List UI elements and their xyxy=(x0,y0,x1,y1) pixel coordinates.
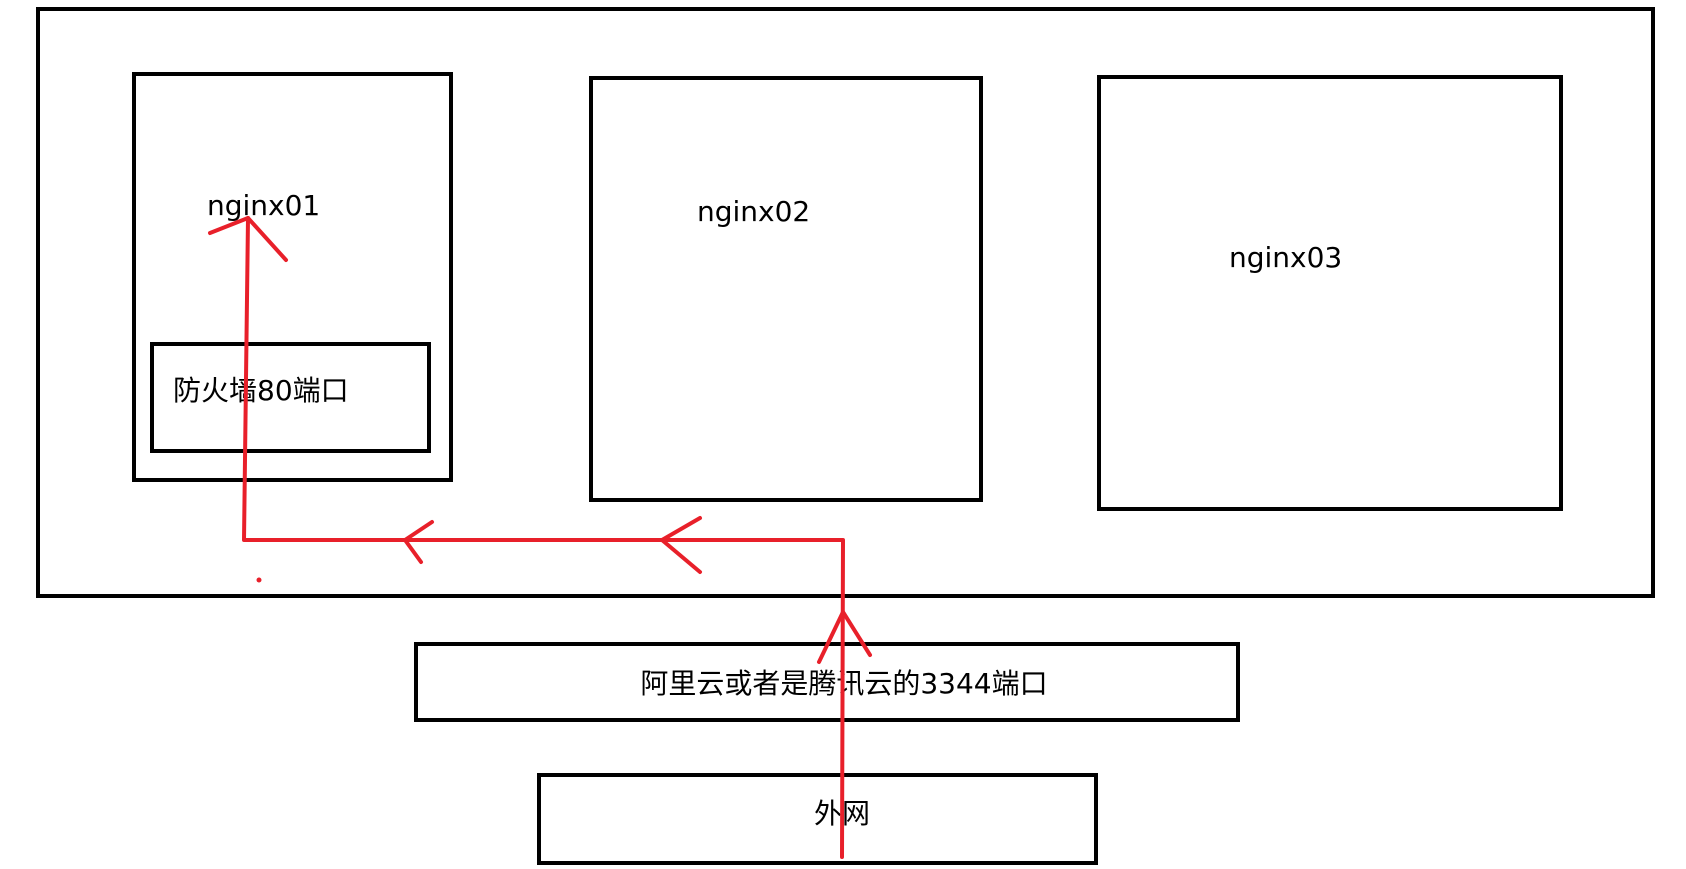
nginx02-label: nginx02 xyxy=(697,195,811,228)
server-host-box xyxy=(36,7,1655,598)
stray-dot xyxy=(256,577,262,583)
nginx01-label: nginx01 xyxy=(207,189,321,222)
firewall-label: 防火墙80端口 xyxy=(173,374,349,407)
nginx03-label: nginx03 xyxy=(1229,241,1343,274)
arrowhead-left-2 xyxy=(403,520,434,564)
flow-path xyxy=(242,216,845,859)
arrowhead-left-1 xyxy=(660,516,702,574)
nginx02-box xyxy=(589,76,983,502)
nginx01-box xyxy=(132,72,453,482)
arrowhead-up-nginx01 xyxy=(208,216,288,262)
internet-box xyxy=(537,773,1098,865)
firewall-box xyxy=(150,342,431,453)
nginx03-box xyxy=(1097,75,1563,511)
arrowhead-up-cloud xyxy=(817,610,872,664)
